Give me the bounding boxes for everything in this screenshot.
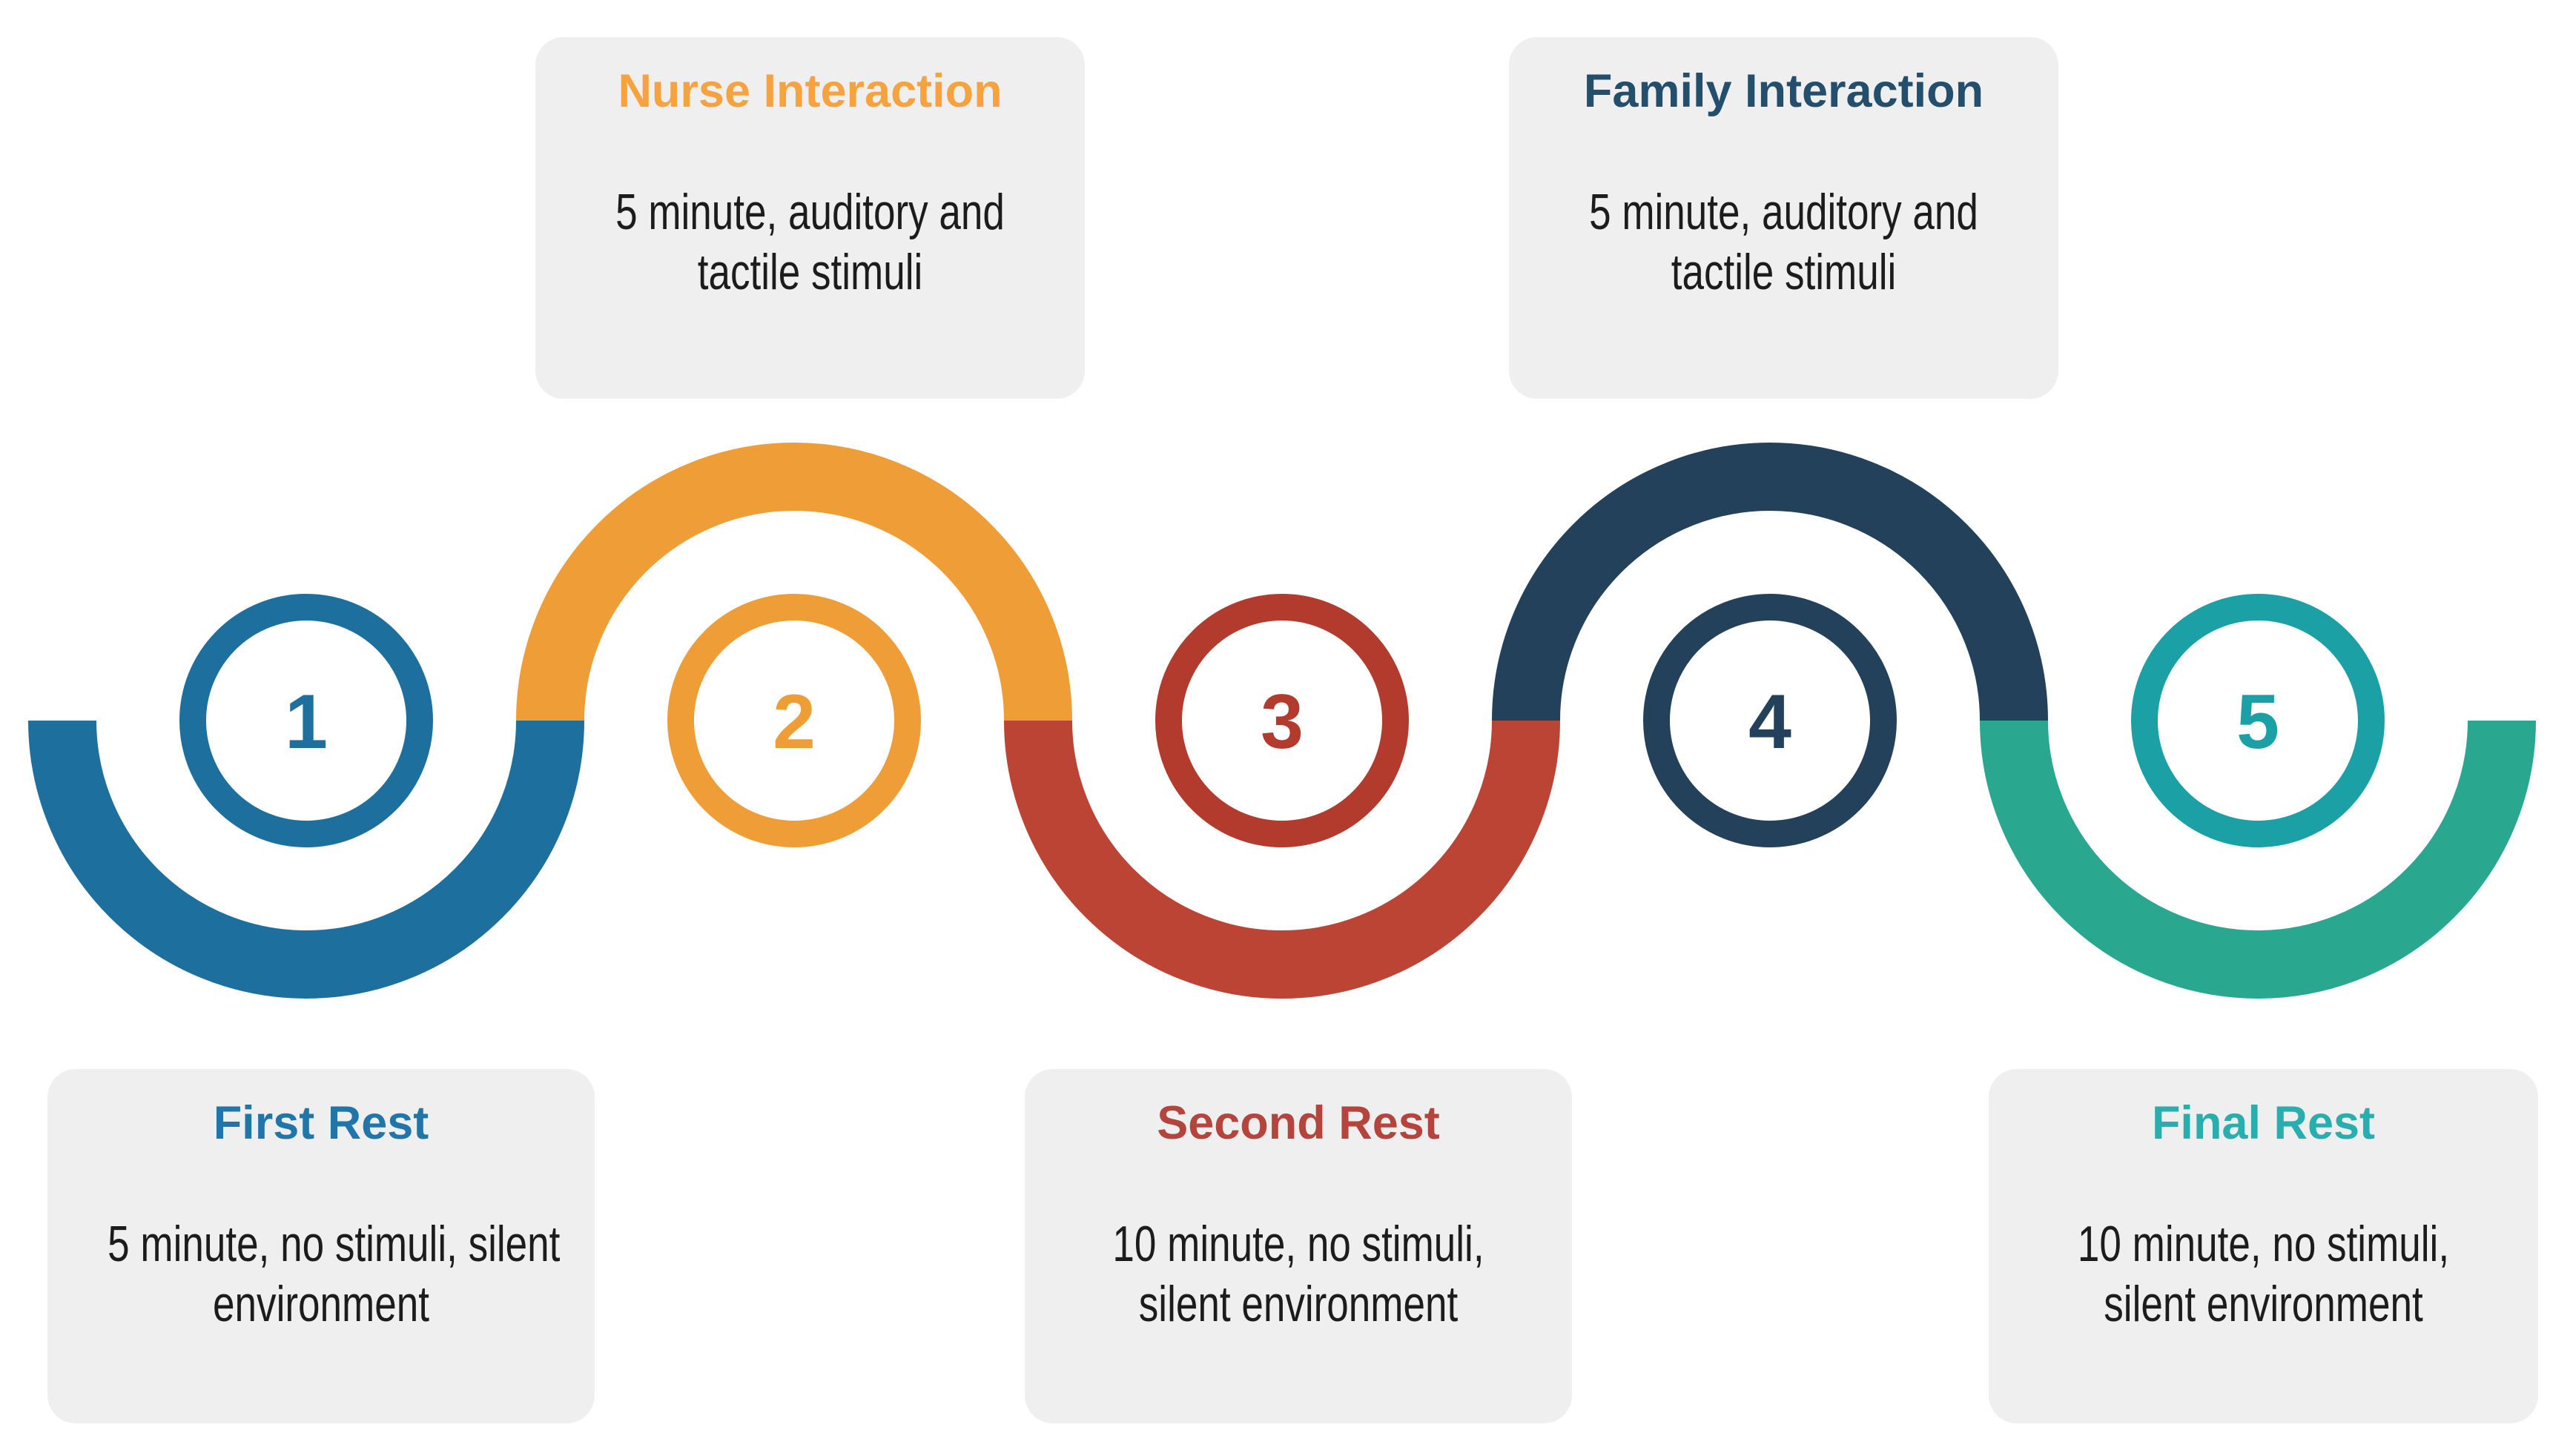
card-title: First Rest: [213, 1097, 429, 1149]
card-description-line: environment: [213, 1276, 429, 1333]
card-description-line: tactile stimuli: [697, 244, 923, 301]
card-description-line: 10 minute, no stimuli,: [2077, 1215, 2450, 1272]
card-first-rest: First Rest 5 minute, no stimuli, silent …: [47, 1069, 595, 1423]
step-number-3: 3: [1261, 679, 1304, 765]
arc-step-3: [1004, 720, 1560, 999]
step-number-2: 2: [773, 679, 816, 765]
step-circle-2: [667, 594, 921, 847]
arc-step-4: [1492, 443, 2048, 721]
card-title: Second Rest: [1157, 1097, 1440, 1149]
card-family-interaction: Family Interaction 5 minute, auditory an…: [1509, 37, 2058, 399]
step-circle-3: [1155, 594, 1409, 847]
card-description: 5 minute, auditory and tactile stimuli: [596, 182, 1025, 303]
card-description-line: silent environment: [2104, 1276, 2423, 1333]
card-description-line: 5 minute, auditory and: [615, 183, 1005, 240]
step-number-4: 4: [1748, 679, 1791, 765]
arc-step-1: [28, 720, 584, 999]
card-nurse-interaction: Nurse Interaction 5 minute, auditory and…: [535, 37, 1085, 399]
card-second-rest: Second Rest 10 minute, no stimuli, silen…: [1025, 1069, 1572, 1423]
step-circle-1: [179, 594, 433, 847]
card-description-line: 5 minute, no stimuli, silent: [108, 1215, 561, 1272]
card-description: 5 minute, no stimuli, silent environment: [108, 1214, 561, 1335]
card-final-rest: Final Rest 10 minute, no stimuli, silent…: [1989, 1069, 2538, 1423]
step-number-1: 1: [285, 679, 328, 765]
card-description: 10 minute, no stimuli, silent environmen…: [1085, 1214, 1512, 1335]
card-description: 10 minute, no stimuli, silent environmen…: [2050, 1214, 2478, 1335]
card-description-line: silent environment: [1138, 1276, 1459, 1333]
card-description-line: 5 minute, auditory and: [1589, 183, 1978, 240]
card-description: 5 minute, auditory and tactile stimuli: [1570, 182, 1998, 303]
step-circle-4: [1643, 594, 1897, 847]
arc-step-2: [516, 443, 1072, 721]
card-title: Family Interaction: [1583, 65, 1984, 117]
card-title: Nurse Interaction: [618, 65, 1003, 117]
card-description-line: tactile stimuli: [1671, 244, 1897, 301]
card-title: Final Rest: [2151, 1097, 2376, 1149]
arc-step-5: [1980, 720, 2536, 999]
step-number-5: 5: [2236, 679, 2279, 765]
card-description-line: 10 minute, no stimuli,: [1112, 1215, 1484, 1272]
step-circle-5: [2131, 594, 2385, 847]
